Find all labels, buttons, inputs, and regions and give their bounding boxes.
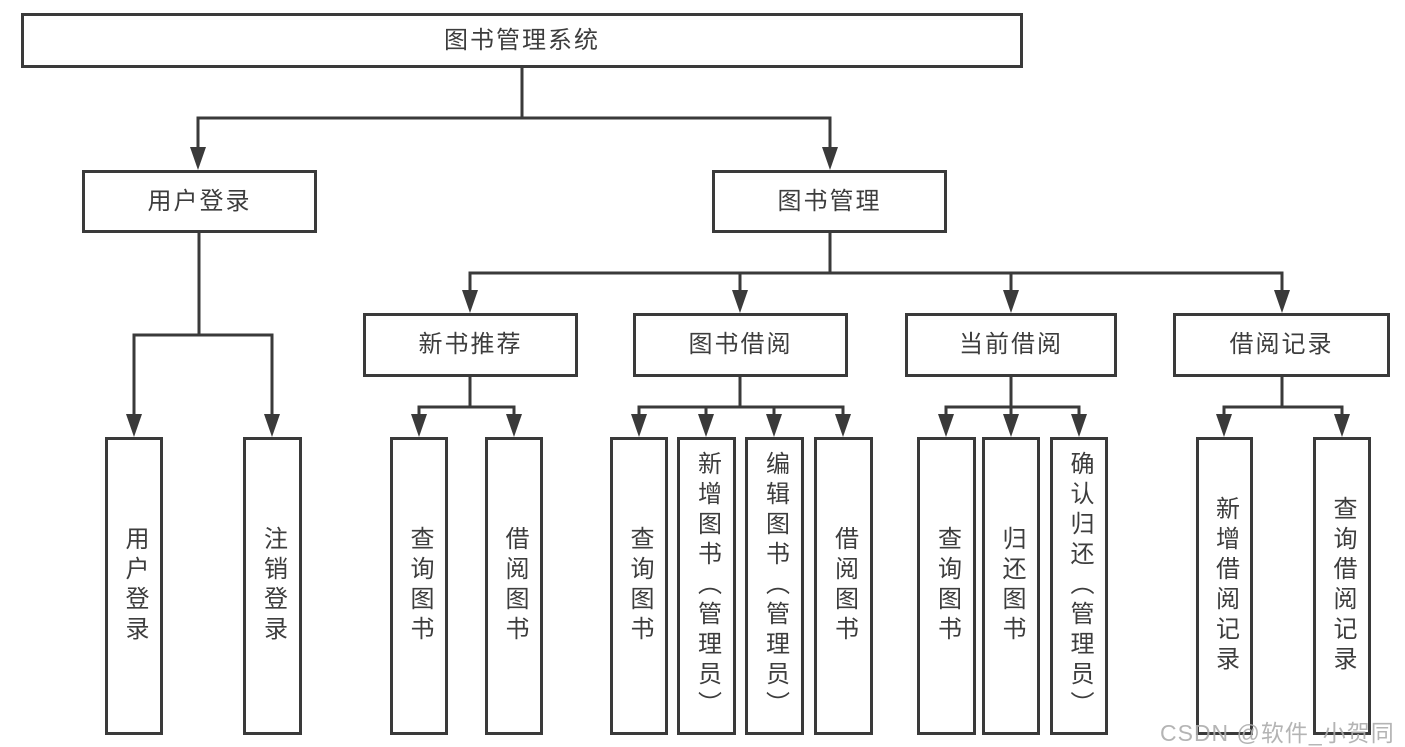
arrowhead-icon (835, 414, 851, 437)
arrowhead-icon (822, 147, 838, 170)
node-label: 查询图书 (626, 526, 653, 646)
node-leaf-bb-query-books: 查询图书 (610, 437, 668, 735)
arrowhead-icon (462, 290, 478, 313)
node-borrowing-records: 借阅记录 (1173, 313, 1390, 377)
node-label: 借阅图书 (501, 526, 528, 646)
node-leaf-bb-edit-books: 编辑图书（管理员） (745, 437, 804, 735)
node-leaf-nb-query-books: 查询图书 (390, 437, 448, 735)
node-label: 借阅记录 (1229, 331, 1334, 358)
arrowhead-icon (766, 414, 782, 437)
node-label: 借阅图书 (830, 526, 858, 646)
node-book-management: 图书管理 (712, 170, 947, 233)
arrowhead-icon (1274, 290, 1290, 313)
node-label: 确认归还（管理员） (1066, 451, 1093, 721)
node-leaf-bb-borrow-books: 借阅图书 (814, 437, 873, 735)
arrowhead-icon (1216, 414, 1232, 437)
arrowhead-icon (190, 147, 206, 170)
node-leaf-bb-add-books: 新增图书（管理员） (677, 437, 736, 735)
arrowhead-icon (264, 414, 280, 437)
arrowhead-icon (732, 290, 748, 313)
node-label: 新书推荐 (418, 331, 523, 358)
arrowhead-icon (411, 414, 427, 437)
node-label: 查询图书 (406, 526, 433, 646)
node-new-book-recommend: 新书推荐 (363, 313, 578, 377)
arrowhead-icon (1071, 414, 1087, 437)
node-leaf-user-login: 用户登录 (105, 437, 163, 735)
node-label: 新增图书（管理员） (693, 451, 721, 721)
node-leaf-br-add-record: 新增借阅记录 (1196, 437, 1253, 735)
arrowhead-icon (1003, 414, 1019, 437)
arrowhead-icon (1003, 290, 1019, 313)
node-label: 用户登录 (147, 187, 252, 215)
node-label: 注销登录 (259, 526, 287, 646)
node-label: 查询借阅记录 (1329, 496, 1356, 676)
node-label: 归还图书 (998, 526, 1025, 646)
arrowhead-icon (698, 414, 714, 437)
arrowhead-icon (506, 414, 522, 437)
node-label: 查询图书 (933, 526, 961, 646)
node-leaf-cb-return-books: 归还图书 (982, 437, 1040, 735)
arrowhead-icon (938, 414, 954, 437)
arrowhead-icon (1334, 414, 1350, 437)
node-root: 图书管理系统 (21, 13, 1023, 68)
node-leaf-cb-query-books: 查询图书 (917, 437, 976, 735)
node-label: 新增借阅记录 (1211, 496, 1239, 676)
node-leaf-logout: 注销登录 (243, 437, 302, 735)
node-user-login: 用户登录 (82, 170, 317, 233)
node-current-borrowing: 当前借阅 (905, 313, 1117, 377)
arrowhead-icon (126, 414, 142, 437)
node-label: 编辑图书（管理员） (761, 451, 789, 721)
node-leaf-cb-confirm-return: 确认归还（管理员） (1050, 437, 1108, 735)
node-leaf-nb-borrow-books: 借阅图书 (485, 437, 543, 735)
node-book-borrowing: 图书借阅 (633, 313, 848, 377)
arrowhead-icon (631, 414, 647, 437)
node-label: 图书管理 (777, 187, 882, 215)
node-label: 图书借阅 (688, 331, 793, 358)
node-label: 图书管理系统 (444, 26, 600, 54)
node-label: 当前借阅 (959, 331, 1063, 358)
node-label: 用户登录 (121, 526, 148, 646)
node-leaf-br-query-record: 查询借阅记录 (1313, 437, 1371, 735)
